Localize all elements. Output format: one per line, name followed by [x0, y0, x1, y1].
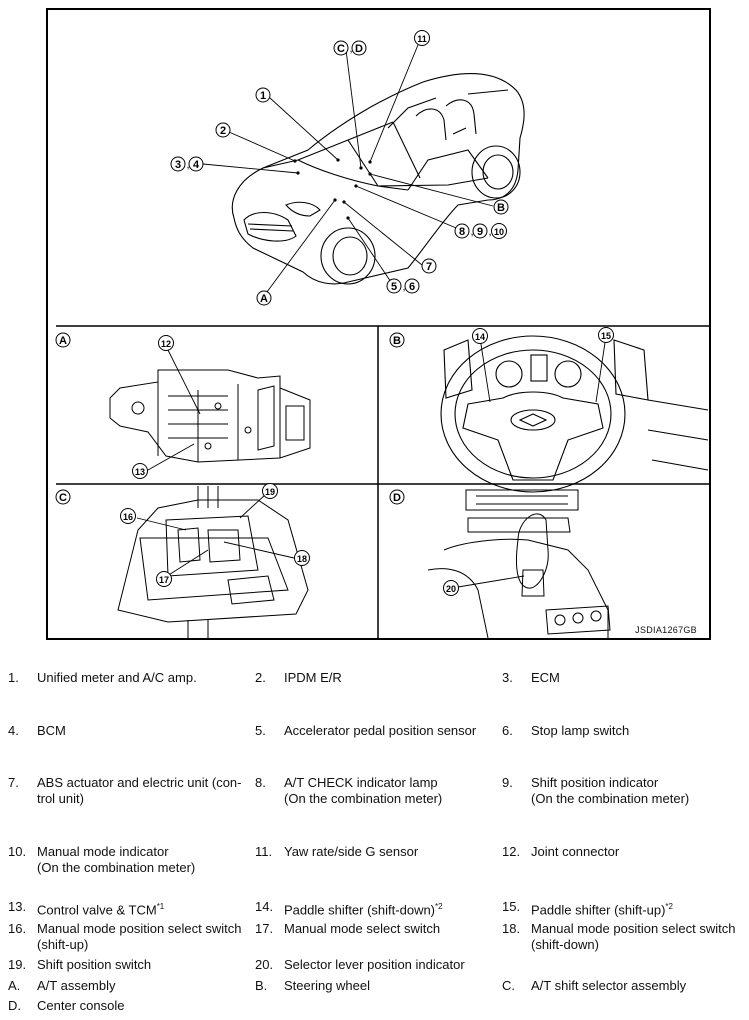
callout-17: 17	[159, 575, 169, 585]
shift-selector-illustration	[117, 486, 309, 638]
callout-separator: ,	[470, 226, 473, 238]
car-illustration	[231, 73, 525, 285]
panel-letter-C: C	[59, 492, 67, 504]
figure-id: JSDIA1267GB	[635, 625, 697, 635]
callout-3: 3	[175, 159, 181, 171]
callout-separator: ,	[402, 281, 405, 293]
callout-4: 4	[193, 159, 200, 171]
callout-10: 10	[494, 227, 504, 237]
steering-wheel-illustration	[440, 335, 709, 493]
panel-letter-A: A	[59, 335, 67, 347]
callout-C: C	[337, 43, 345, 55]
callout-8: 8	[459, 226, 465, 238]
center-console-illustration	[427, 489, 611, 638]
callout-13: 13	[135, 467, 145, 477]
callout-16: 16	[123, 512, 133, 522]
panel-letter-B: B	[393, 335, 401, 347]
callout-6: 6	[409, 281, 415, 293]
callout-11: 11	[417, 34, 427, 44]
callout-9: 9	[477, 226, 483, 238]
callout-A: A	[260, 293, 268, 305]
callout-5: 5	[391, 281, 397, 293]
callout-15: 15	[601, 331, 611, 341]
callout-D: D	[355, 43, 363, 55]
callout-18: 18	[297, 554, 307, 564]
callout-7: 7	[426, 261, 432, 273]
component-location-figure: 1 2 3 , 4 5 , 6 7 8 , 9 , 10 11 A B C , …	[46, 8, 711, 640]
callout-B: B	[497, 202, 505, 214]
callout-separator: ,	[186, 159, 189, 171]
callout-12: 12	[161, 339, 171, 349]
callout-1: 1	[260, 90, 266, 102]
callout-2: 2	[220, 125, 226, 137]
callout-separator: ,	[349, 43, 352, 55]
callout-14: 14	[475, 332, 485, 342]
transmission-illustration	[109, 369, 311, 463]
callout-20: 20	[446, 584, 456, 594]
callout-19: 19	[265, 487, 275, 497]
panel-letter-D: D	[393, 492, 401, 504]
callout-separator: ,	[488, 226, 491, 238]
